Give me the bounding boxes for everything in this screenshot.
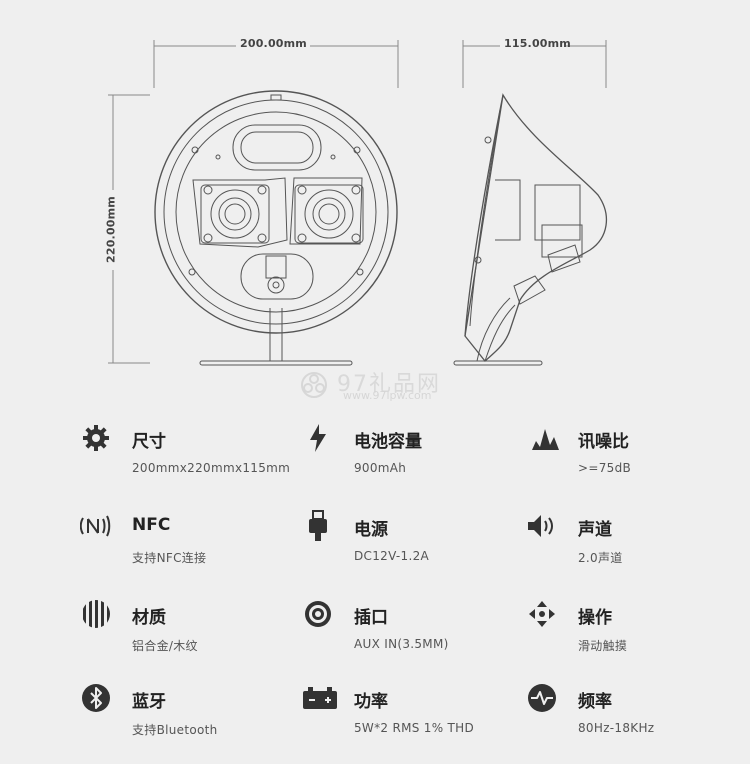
spec-snr: 讯噪比 >=75dB [526,422,750,492]
battery-icon [302,682,338,714]
waveform-peaks-icon [526,422,566,454]
spec-power-supply: 电源 DC12V-1.2A [302,510,532,580]
gear-icon [80,422,112,454]
spec-title: 电源 [354,520,388,540]
spec-title: 讯噪比 [578,432,629,452]
spec-title: 尺寸 [132,432,166,452]
frequency-pulse-icon [526,682,558,714]
depth-dimension-label: 115.00mm [504,37,571,50]
spec-control: 操作 滑动触摸 [526,598,750,668]
spec-title: 频率 [578,692,612,712]
watermark-text: 97礼品网 [337,372,441,397]
spec-size: 尺寸 200mmx220mmx115mm [80,422,310,492]
speaker-line-drawing [108,40,608,366]
spec-value: AUX IN(3.5MM) [354,637,449,651]
spec-title: 材质 [132,608,166,628]
watermark-flower-icon [301,372,327,398]
spec-value: 900mAh [354,461,407,475]
watermark-logo: 97礼品网 [300,366,441,399]
nfc-icon [80,510,112,542]
spec-value: 支持NFC连接 [132,551,207,565]
bluetooth-icon [80,682,112,714]
product-diagram: 200.00mm 115.00mm 220.00mm [104,37,608,366]
spec-nfc: NFC 支持NFC连接 [80,510,310,580]
watermark-url: www.97lpw.com [343,389,432,402]
spec-value: 滑动触摸 [578,639,628,653]
spec-title: 蓝牙 [132,692,166,712]
spec-channels: 声道 2.0声道 [526,510,750,580]
spec-bluetooth: 蓝牙 支持Bluetooth [80,682,310,752]
lightning-icon [302,422,334,454]
stripes-icon [80,598,112,630]
height-dimension-label: 220.00mm [104,196,118,263]
touch-control-icon [526,598,558,630]
spec-title: NFC [132,515,171,535]
spec-output-power: 功率 5W*2 RMS 1% THD [302,682,532,752]
spec-value: 200mmx220mmx115mm [132,461,291,475]
audio-jack-icon [302,598,334,630]
spec-title: 电池容量 [354,432,422,452]
spec-frequency: 频率 80Hz-18KHz [526,682,750,752]
spec-value: 支持Bluetooth [132,723,218,737]
spec-value: DC12V-1.2A [354,549,430,563]
spec-title: 插口 [354,608,388,628]
spec-battery-capacity: 电池容量 900mAh [302,422,532,492]
spec-title: 声道 [578,520,612,540]
spec-input-port: 插口 AUX IN(3.5MM) [302,598,532,668]
spec-value: >=75dB [578,461,632,475]
spec-value: 80Hz-18KHz [578,721,655,735]
spec-title: 功率 [354,692,388,712]
speaker-icon [526,510,558,542]
spec-title: 操作 [578,608,612,628]
spec-value: 2.0声道 [578,551,623,565]
width-dimension-label: 200.00mm [240,37,307,50]
spec-value: 5W*2 RMS 1% THD [354,721,475,735]
usb-plug-icon [302,510,334,542]
spec-value: 铝合金/木纹 [132,639,198,653]
spec-material: 材质 铝合金/木纹 [80,598,310,668]
